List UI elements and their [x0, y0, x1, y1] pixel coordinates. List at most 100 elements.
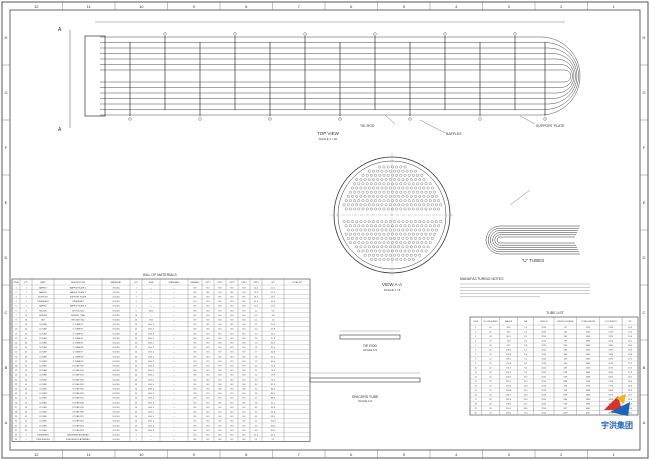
bom-cell: S.S.316 — [112, 292, 120, 294]
bom-cell: NO — [219, 306, 222, 308]
bom-cell: U TUBE R23 — [72, 425, 84, 427]
tube-hole — [384, 253, 388, 257]
tube-hole — [393, 186, 396, 190]
tube-hole — [370, 241, 373, 244]
tube-hole — [393, 237, 396, 240]
bom-cell: TUBESHEET ASSEMBLY — [66, 434, 90, 437]
tube-hole — [428, 190, 432, 194]
tube-table-cell: 219.1 — [506, 381, 512, 383]
tube-hole — [397, 245, 401, 249]
tube-hole — [359, 220, 363, 223]
tube-hole — [412, 258, 415, 261]
bom-cell: NO — [219, 370, 222, 372]
tube-table-cell: 22 — [489, 363, 492, 365]
bom-cell: 24 — [25, 393, 28, 395]
tube-hole — [367, 195, 371, 198]
bom-cell: BAFFLE — [39, 305, 47, 308]
bom-cell: S.S.316 — [112, 416, 120, 418]
tube-table-header-cell: NO. REQUIRED — [483, 321, 498, 323]
bom-cell: NO — [231, 375, 234, 377]
tube-table-cell: 29.6 — [628, 404, 633, 406]
tube-hole — [380, 220, 384, 223]
bom-cell: NO — [219, 384, 222, 386]
tube-hole — [420, 232, 424, 236]
tube-hole — [367, 203, 371, 207]
zone-column-label: 1 — [613, 452, 616, 457]
tube-hole — [426, 245, 430, 249]
tube-hole — [382, 224, 386, 228]
bom-cell: — — [173, 421, 175, 423]
tube-hole — [428, 241, 432, 244]
tube-table-cell: 22 — [489, 372, 492, 374]
tube-table-cell: 5170 — [609, 332, 614, 334]
bom-cell: — — [173, 320, 175, 322]
tube-table-cell: 140 — [564, 332, 568, 334]
tube-hole — [433, 207, 436, 211]
zone-column-label: 5 — [403, 452, 406, 457]
tube-table-cell: 5858 — [586, 395, 591, 397]
tube-hole — [370, 174, 373, 177]
bom-cell: NO — [207, 338, 210, 340]
tube-hole — [374, 258, 377, 261]
tube-hole — [370, 224, 373, 228]
tube-hole — [374, 232, 377, 236]
tube-hole — [344, 232, 348, 236]
bom-cell: 41.0 — [254, 435, 259, 437]
bom-cell: U TUBE R3 — [73, 333, 84, 335]
bom-cell: 1 — [15, 287, 17, 289]
bom-cell: U TUBE R6 — [73, 347, 84, 349]
bom-cell: 2.5 — [255, 343, 259, 345]
bom-cell: NO — [231, 361, 234, 363]
tube-hole — [346, 203, 350, 207]
bom-cell: 24 — [25, 343, 28, 345]
tube-table-header-cell: WT — [629, 321, 633, 323]
bom-cell: U-TUBE — [39, 356, 47, 358]
tube-table-cell: 18 — [489, 404, 492, 406]
bom-cell: NO — [219, 416, 222, 418]
tube-hole — [424, 199, 428, 202]
bom-cell: 76.8 — [271, 375, 276, 377]
bom-cell: 8 — [15, 320, 17, 322]
bom-cell: U-TUBE — [39, 352, 47, 354]
bom-cell: 21 — [15, 379, 18, 381]
bom-cell: NO — [219, 379, 222, 381]
tube-table-cell: 2510 — [542, 341, 547, 343]
tube-table-cell: 5920 — [609, 399, 614, 401]
tube-hole — [391, 232, 394, 236]
bom-cell: NO — [207, 393, 210, 395]
tube-hole — [353, 182, 356, 186]
tube-hole — [412, 249, 415, 253]
tube-table-cell: 2.3 — [524, 332, 528, 334]
bom-cell: — — [173, 324, 175, 326]
tube-table-cell: 16 — [489, 408, 492, 410]
tube-table-cell: 5120 — [609, 327, 614, 329]
bom-cell: NO — [219, 324, 222, 326]
tube-hole — [430, 186, 434, 190]
tube-table-cell: 92.1 — [507, 345, 512, 347]
tube-hole — [355, 245, 359, 249]
tube-hole — [384, 203, 388, 207]
leader-tie-rod — [384, 114, 396, 125]
baffle-marker — [513, 32, 517, 36]
bom-cell: — — [173, 338, 175, 340]
tube-line — [100, 47, 578, 105]
bom-cell: 2.1 — [272, 439, 276, 441]
tube-table-cell: 25.8 — [628, 336, 633, 338]
tube-hole — [380, 228, 384, 232]
tube-table-cell: 108.0 — [506, 350, 512, 352]
bom-cell: 81.6 — [271, 384, 276, 386]
tube-table-cell: 239 — [564, 341, 568, 343]
bom-header-cell: MATERIAL — [111, 281, 122, 284]
tube-hole — [405, 228, 409, 232]
tube-hole — [430, 195, 434, 198]
bom-cell: NO — [243, 310, 246, 312]
zone-row-label: E — [643, 200, 646, 205]
bom-cell: 12.4 — [271, 292, 276, 294]
notes-text-lines — [460, 283, 590, 298]
bom-cell: 34 — [15, 439, 18, 441]
bom-cell: — — [173, 287, 175, 289]
tube-hole — [378, 199, 382, 202]
bom-cell: S.S.316 — [112, 375, 120, 377]
tube-hole — [407, 241, 411, 244]
spacers-scale: SCALE 1/4 — [358, 399, 372, 403]
